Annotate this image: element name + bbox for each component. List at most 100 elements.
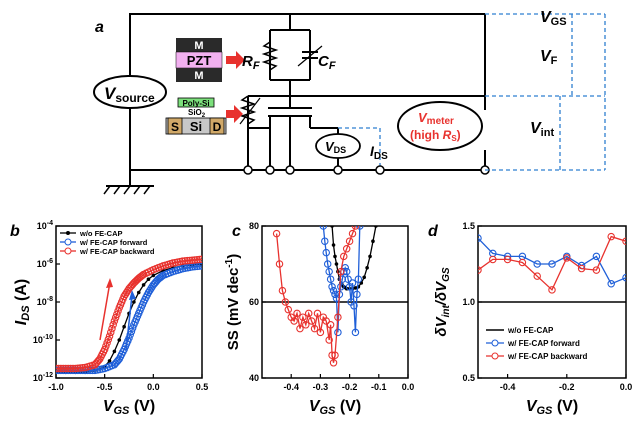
- data-point: [198, 262, 202, 270]
- data-point: [548, 286, 556, 294]
- mosfet-stack: Poly-Si SiO2 S Si D: [165, 97, 227, 135]
- data-point: [138, 271, 147, 280]
- data-point: [195, 255, 202, 264]
- vds-symbol: [315, 133, 361, 159]
- data-point: [93, 358, 102, 366]
- series-line: [478, 235, 626, 291]
- data-point: [334, 262, 339, 266]
- legend-b-0: w/o FE-CAP: [79, 229, 123, 238]
- vmeter-label: Vmeter: [418, 110, 454, 127]
- backward-arrow-head: [106, 278, 113, 288]
- data-point: [337, 283, 345, 291]
- y-tick-label: 10-6: [37, 258, 53, 269]
- data-point: [272, 229, 281, 238]
- data-point: [143, 291, 152, 299]
- data-point: [56, 364, 60, 373]
- si-label: Si: [190, 119, 202, 134]
- data-point: [489, 255, 497, 264]
- panel-a-letter: a: [95, 19, 104, 36]
- y-tick-label: 10-8: [37, 296, 53, 307]
- data-point: [69, 364, 77, 373]
- data-point: [151, 273, 156, 278]
- data-point: [128, 324, 137, 332]
- pzt-bottom-metal: M: [194, 70, 203, 82]
- x-tick-label: -0.4: [500, 382, 516, 392]
- data-point: [176, 265, 184, 274]
- pzt-label: PZT: [187, 53, 212, 68]
- legend-d-1: w/ FE-CAP forward: [507, 339, 580, 348]
- sio2-label: SiO2: [188, 108, 206, 119]
- forward-arrow: [125, 294, 133, 351]
- data-point: [334, 328, 342, 337]
- data-point: [94, 356, 103, 365]
- pzt-stack: M PZT M: [175, 38, 223, 82]
- data-point: [321, 237, 329, 245]
- y-tick-label: 40: [249, 373, 259, 383]
- panel-c-series: [272, 226, 378, 367]
- data-point: [607, 232, 615, 241]
- y-tick-label: 0.5: [462, 373, 475, 383]
- data-point: [166, 260, 175, 268]
- panel-c-ylabel: SS (mV dec-1): [224, 254, 242, 350]
- data-point: [104, 335, 113, 344]
- data-point: [176, 257, 184, 266]
- panel-c-xlabel: VGS (V): [309, 398, 361, 417]
- vsource-label: Vsource: [104, 84, 155, 105]
- data-point: [113, 358, 121, 366]
- data-point: [368, 254, 372, 259]
- x-tick-label: -0.4: [283, 382, 299, 392]
- data-point: [331, 290, 339, 299]
- x-tick-label: 0.0: [620, 382, 633, 392]
- data-point: [329, 359, 338, 367]
- rf-label: RF: [242, 53, 260, 72]
- data-point: [356, 226, 364, 230]
- data-point: [56, 364, 63, 373]
- data-point: [328, 351, 336, 359]
- ids-dashed-path: [338, 127, 381, 170]
- data-point: [313, 309, 322, 318]
- data-point: [183, 256, 192, 265]
- data-point: [193, 255, 201, 264]
- x-tick-label: 0.0: [147, 382, 160, 392]
- data-point: [478, 266, 482, 274]
- rf-resistor-symbol: [261, 41, 279, 71]
- data-point: [518, 258, 527, 267]
- y-tick-label: 1.5: [462, 221, 475, 231]
- hysteresis-arrows: [99, 278, 136, 351]
- data-point: [102, 342, 110, 350]
- legend-d-0: w/o FE-CAP: [507, 326, 554, 335]
- data-point: [293, 309, 301, 318]
- panel-d-ylabel: δVint/δVGS: [433, 267, 452, 336]
- data-point: [348, 229, 357, 238]
- data-point: [325, 267, 333, 276]
- data-point: [338, 275, 347, 283]
- data-point: [141, 283, 146, 287]
- data-point: [98, 365, 106, 373]
- mosfet-arrow: [226, 105, 243, 123]
- data-point: [362, 275, 367, 280]
- data-point: [181, 257, 189, 265]
- cf-label: CF: [318, 53, 336, 72]
- panel-b-xlabel: VGS (V): [103, 398, 155, 417]
- y-tick-label: 10-4: [37, 220, 53, 231]
- data-point: [107, 328, 115, 337]
- data-point: [322, 248, 330, 257]
- data-point: [278, 286, 287, 295]
- data-point: [122, 324, 126, 329]
- panel-d-legend: w/o FE-CAP w/ FE-CAP forward w/ FE-CAP b…: [486, 326, 588, 361]
- data-point: [114, 356, 122, 365]
- data-point: [563, 254, 571, 262]
- data-point: [328, 283, 336, 291]
- data-point: [146, 277, 151, 282]
- data-point: [503, 255, 512, 264]
- data-point: [548, 260, 556, 268]
- data-point: [66, 364, 75, 373]
- data-point: [351, 226, 360, 230]
- data-point: [110, 317, 119, 325]
- junction-nodes: [243, 165, 490, 175]
- data-point: [71, 364, 80, 373]
- y-tick-label: 10-12: [33, 372, 53, 383]
